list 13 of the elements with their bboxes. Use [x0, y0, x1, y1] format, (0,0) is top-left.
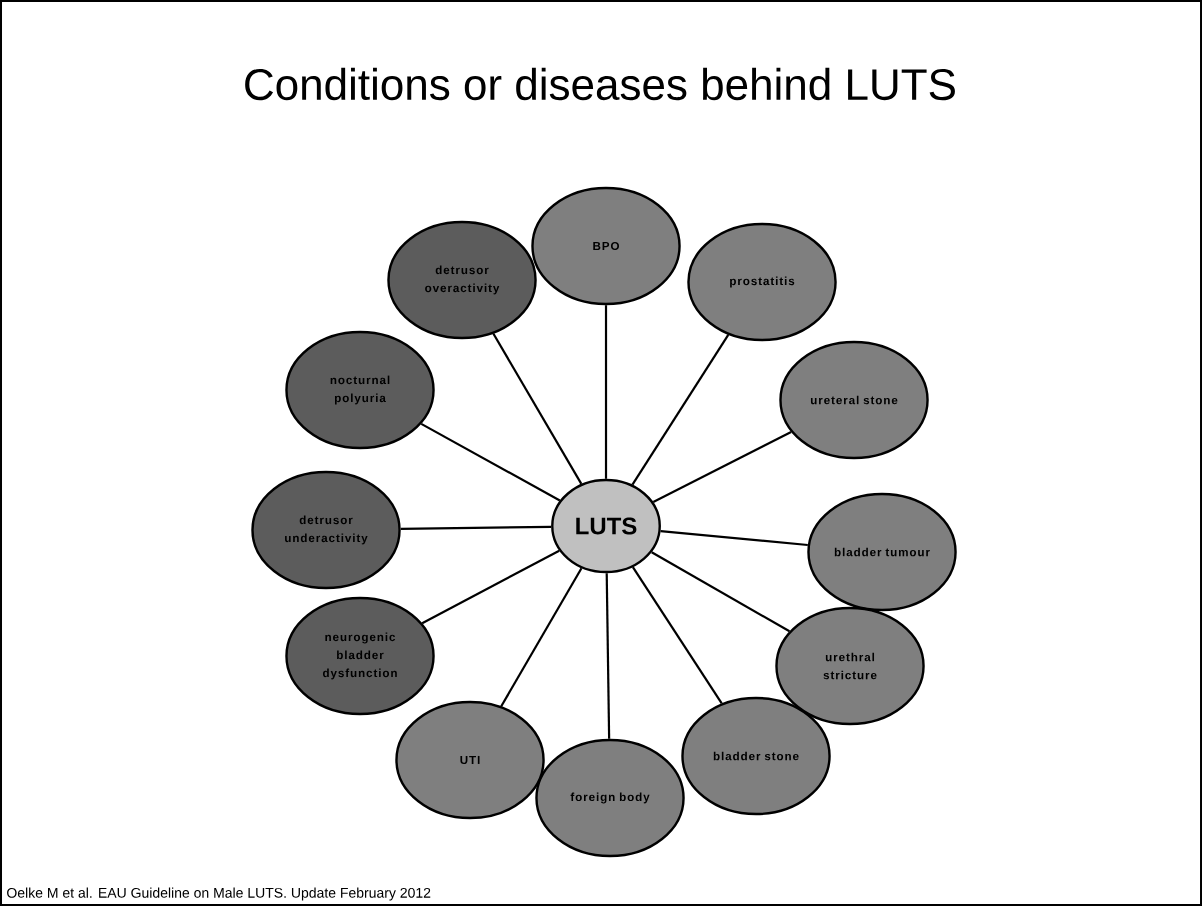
connector-line: [605, 573, 611, 739]
connector-line: [420, 422, 561, 502]
connector-line: [651, 551, 791, 633]
connector-line: [604, 305, 608, 479]
connector-line: [660, 530, 808, 547]
connector-line: [492, 333, 583, 485]
connector-line: [400, 525, 552, 531]
title: Conditions or diseases behind LUTS: [245, 67, 955, 101]
connector-line: [500, 567, 583, 707]
connector-line: [631, 566, 723, 704]
connector-line: [652, 430, 792, 503]
connector-line: [421, 549, 560, 625]
connector-line: [631, 334, 730, 486]
